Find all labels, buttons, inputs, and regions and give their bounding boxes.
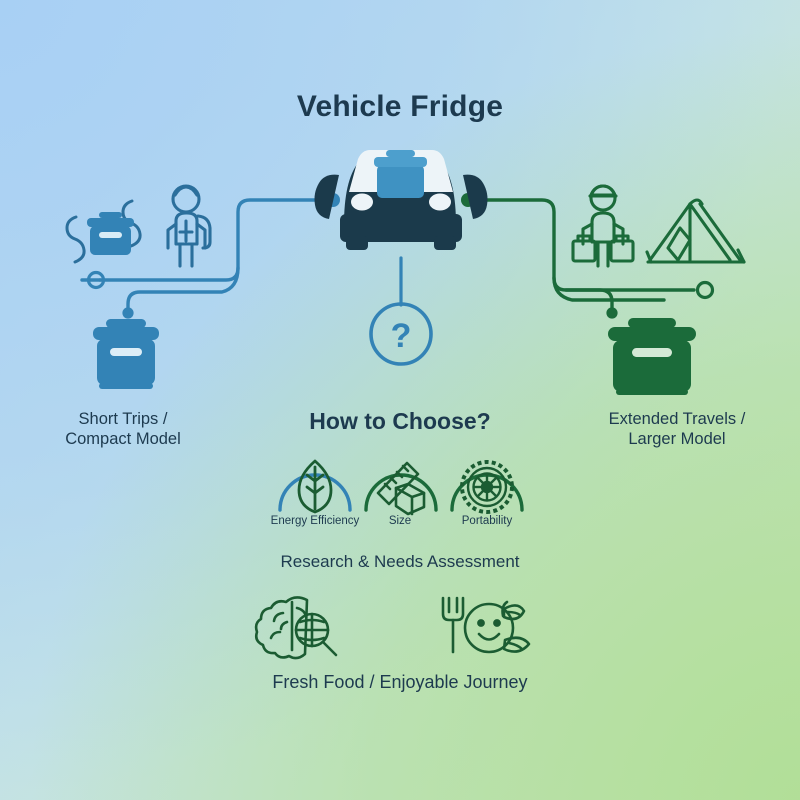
right-open-node	[695, 280, 715, 300]
criteria-label-size: Size	[388, 515, 412, 527]
right-branch-label: Extended Travels / Larger Model	[608, 410, 746, 449]
camper-with-bags-icon	[571, 184, 635, 268]
size-icon	[364, 461, 438, 516]
smiling-food-icon	[441, 596, 531, 654]
tent-icon	[645, 198, 746, 264]
step-label-fresh-food: Fresh Food / Enjoyable Journey	[272, 672, 528, 692]
left-branch-label: Short Trips / Compact Model	[65, 410, 181, 449]
portable-fridge-body	[87, 212, 134, 255]
energy-efficiency-icon	[278, 459, 352, 514]
left-filled-node	[122, 307, 134, 319]
criteria-label-portability: Portability	[461, 515, 513, 527]
how-to-choose-title: How to Choose?	[309, 408, 491, 434]
left-connector-paths	[80, 198, 332, 316]
car-with-fridge-icon	[314, 150, 488, 250]
right-connector-paths	[468, 198, 696, 316]
criteria-label-energy-efficiency: Energy Efficiency	[270, 515, 360, 527]
portability-icon	[450, 460, 524, 514]
right-filled-node	[606, 307, 618, 319]
svg-text:?: ?	[391, 317, 412, 355]
large-cooler-icon	[608, 318, 696, 395]
left-open-node	[86, 270, 106, 290]
compact-cooler-icon	[93, 319, 159, 389]
brain-magnifier-icon	[254, 596, 338, 660]
page-title: Vehicle Fridge	[296, 90, 504, 123]
backpacker-icon	[166, 184, 212, 268]
question-node-icon: ?	[369, 302, 433, 366]
step-label-research: Research & Needs Assessment	[280, 552, 520, 571]
